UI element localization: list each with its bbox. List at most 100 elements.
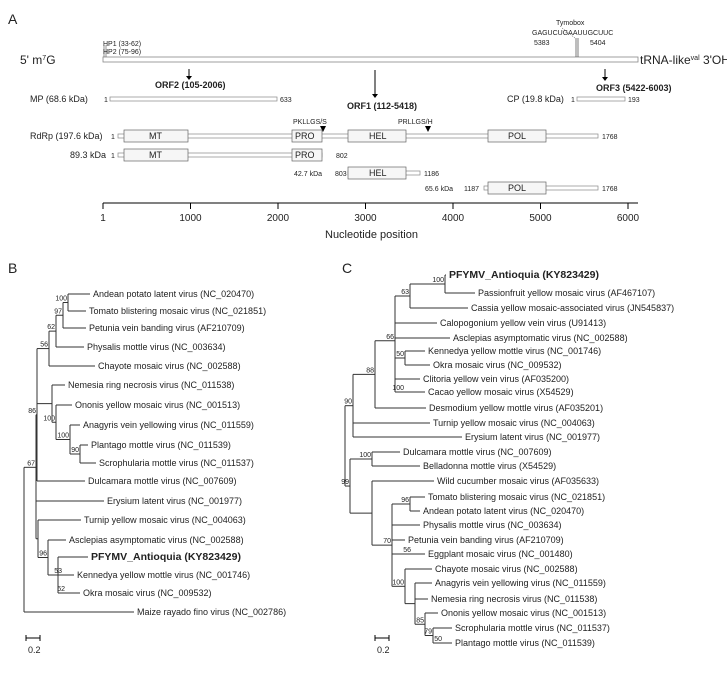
- bootstrap-value: 50: [434, 636, 442, 643]
- tree-leaf-label: Anagyris vein yellowing virus (NC_011559…: [435, 578, 606, 588]
- tree-leaf-label: Plantago mottle virus (NC_011539): [455, 638, 595, 648]
- tree-leaf-label: Calopogonium yellow vein virus (U91413): [440, 318, 606, 328]
- tree-leaf-label: Tomato blistering mosaic virus (NC_02185…: [89, 306, 266, 316]
- bootstrap-value: 96: [401, 497, 409, 504]
- bootstrap-value: 97: [54, 308, 62, 315]
- p65-pol-label: POL: [508, 183, 526, 193]
- p65-label: 65.6 kDa: [425, 186, 453, 193]
- panel-a-label: A: [8, 11, 18, 27]
- rdrp-pol-label: POL: [508, 131, 526, 141]
- tree-leaf-label: Chayote mosaic virus (NC_002588): [435, 564, 578, 574]
- bootstrap-value: 100: [432, 277, 444, 284]
- mp-bar: [109, 96, 278, 102]
- rdrp-mt-label: MT: [149, 131, 162, 141]
- p65-pol-domain: [487, 181, 547, 195]
- tree-leaf-label: Petunia vein banding virus (AF210709): [408, 535, 564, 545]
- tree-leaf-label: Andean potato latent virus (NC_020470): [93, 289, 254, 299]
- tymobox-dash: [561, 27, 576, 39]
- bootstrap-value: 56: [403, 547, 411, 554]
- rdrp-pol-domain: [487, 129, 547, 143]
- tree-leaf-label: PFYMV_Antioquia (KY823429): [91, 551, 241, 563]
- tree-leaf-label: Kennedya yellow mottle virus (NC_001746): [428, 346, 601, 356]
- axis-title: Nucleotide position: [325, 229, 418, 241]
- tree-leaf-label: Ononis yellow mosaic virus (NC_001513): [441, 608, 606, 618]
- axis-tick-label: 4000: [442, 213, 465, 224]
- bootstrap-value: 85: [416, 617, 424, 624]
- orf1-arrow-head: [372, 94, 378, 98]
- scale-c-label: 0.2: [377, 645, 390, 655]
- tree-leaf-label: Tomato blistering mosaic virus (NC_02185…: [428, 492, 605, 502]
- rdrp-mt-domain: [123, 129, 189, 143]
- axis-tick-label: 3000: [354, 213, 377, 224]
- tree-leaf-label: Okra mosaic virus (NC_009532): [433, 360, 562, 370]
- tree-leaf-label: Petunia vein banding virus (AF210709): [89, 323, 245, 333]
- p89-mt-domain: [123, 148, 189, 162]
- rdrp-hel-label: HEL: [369, 131, 387, 141]
- tree-c: PFYMV_Antioquia (KY823429)Passionfruit y…: [341, 269, 674, 648]
- tree-leaf-label: Chayote mosaic virus (NC_002588): [98, 361, 241, 371]
- bootstrap-value: 96: [39, 551, 47, 558]
- bootstrap-value: 100: [392, 385, 404, 392]
- axis-tick-label: 1: [100, 213, 106, 224]
- tree-leaf-label: Kennedya yellow mottle virus (NC_001746): [77, 570, 250, 580]
- rdrp-pro-domain: [291, 129, 323, 143]
- orf3-label: ORF3 (5422-6003): [596, 83, 672, 93]
- bootstrap-value: 100: [359, 452, 371, 459]
- bootstrap-value: 100: [392, 579, 404, 586]
- tree-leaf-label: Turnip yellow mosaic virus (NC_004063): [433, 418, 595, 428]
- p42-label: 42.7 kDa: [294, 171, 322, 178]
- hp2-label: HP2 (75-96): [103, 49, 141, 56]
- tymobox-label: Tymobox: [556, 20, 585, 27]
- mp-start: 1: [104, 97, 108, 104]
- mp-label: MP (68.6 kDa): [30, 94, 88, 104]
- panel-c-label: C: [342, 260, 352, 276]
- cp-start: 1: [571, 97, 575, 104]
- bootstrap-value: 100: [57, 433, 69, 440]
- tree-leaf-label: Ononis yellow mosaic virus (NC_001513): [75, 400, 240, 410]
- bootstrap-value: 62: [47, 324, 55, 331]
- bootstrap-value: 56: [40, 342, 48, 349]
- p89-end: 802: [336, 153, 348, 160]
- axis-tick-label: 1000: [179, 213, 202, 224]
- tree-leaf-label: Scrophularia mottle virus (NC_011537): [455, 623, 610, 633]
- trna-3prime: tRNA-likeval 3'OH: [640, 53, 727, 67]
- bootstrap-value: 79: [424, 629, 432, 636]
- tree-leaf-label: Physalis mottle virus (NC_003634): [87, 342, 226, 352]
- bootstrap-value: 86: [28, 408, 36, 415]
- tree-leaf-label: Passionfruit yellow mosaic virus (AF4671…: [478, 288, 655, 298]
- tymobox-end: 5404: [590, 40, 606, 47]
- site1-marker: [320, 126, 326, 132]
- tree-b: Andean potato latent virus (NC_020470) To…: [23, 289, 286, 617]
- tree-leaf-label: Anagyris vein yellowing virus (NC_011559…: [83, 420, 254, 430]
- site1-label: PKLLGS/S: [293, 119, 327, 126]
- bootstrap-value: 70: [383, 538, 391, 545]
- tree-leaf-label: Andean potato latent virus (NC_020470): [423, 506, 584, 516]
- cp-label: CP (19.8 kDa): [507, 94, 564, 104]
- site2-label: PRLLGS/H: [398, 119, 433, 126]
- genome-bar: [102, 56, 639, 63]
- p65-start: 1187: [464, 186, 479, 193]
- tree-leaf-label: Cassia yellow mosaic-associated virus (J…: [471, 303, 674, 313]
- p42-start: 803: [335, 171, 347, 178]
- rdrp-start: 1: [111, 134, 115, 141]
- tree-leaf-label: Okra mosaic virus (NC_009532): [83, 588, 212, 598]
- p89-pro-label: PRO: [295, 150, 315, 160]
- tree-leaf-label: Erysium latent virus (NC_001977): [465, 432, 600, 442]
- p89-label: 89.3 kDa: [70, 150, 106, 160]
- tree-leaf-label: Plantago mottle virus (NC_011539): [91, 440, 231, 450]
- axis-tick-label: 5000: [529, 213, 552, 224]
- tree-leaf-label: Physalis mottle virus (NC_003634): [423, 520, 562, 530]
- tree-leaf-label: Turnip yellow mosaic virus (NC_004063): [84, 515, 246, 525]
- scale-b-label: 0.2: [28, 645, 41, 655]
- orf2-label: ORF2 (105-2006): [155, 80, 226, 90]
- bootstrap-value: 63: [401, 289, 409, 296]
- rdrp-label: RdRp (197.6 kDa): [30, 131, 103, 141]
- tree-leaf-label: Dulcamara mottle virus (NC_007609): [88, 476, 237, 486]
- p89-start: 1: [111, 153, 115, 160]
- tree-leaf-label: Belladonna mottle virus (X54529): [423, 461, 556, 471]
- orf3-arrow-head: [602, 77, 608, 81]
- bootstrap-value: 100: [55, 296, 67, 303]
- p89-pro-domain: [291, 148, 323, 162]
- tymobox-seq: GAGUCUGAAUUGCUUC: [532, 30, 613, 37]
